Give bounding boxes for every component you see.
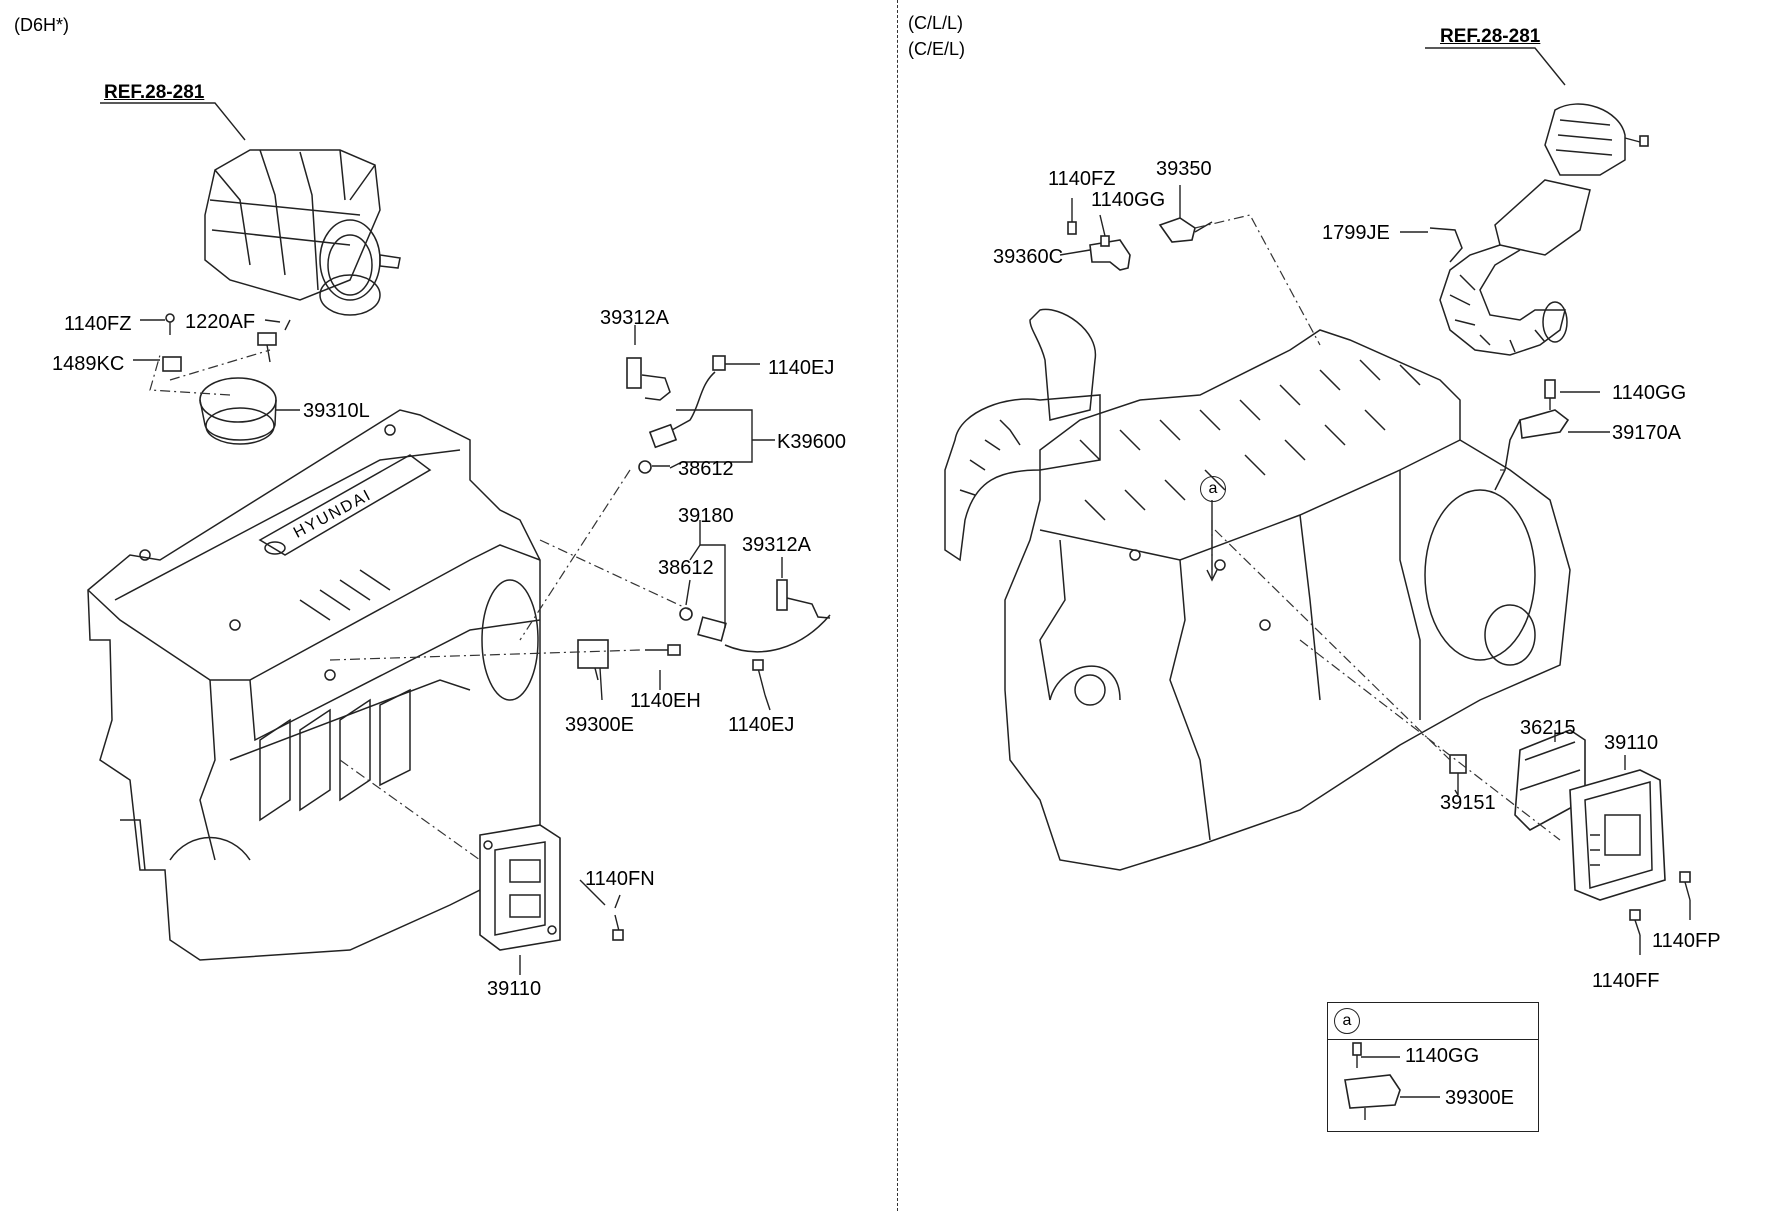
right-variant-label-2: (C/E/L) (908, 39, 966, 59)
left-variant-label: (D6H*) (14, 15, 70, 35)
left-label-38612-top: 38612 (678, 458, 734, 480)
right-label-1140fz: 1140FZ (1048, 168, 1116, 190)
left-engine-block (87, 409, 541, 961)
left-leader-lines (100, 102, 783, 975)
left-label-1489kc: 1489KC (52, 353, 125, 375)
right-engine-block (944, 308, 1571, 871)
left-air-intake-assembly (162, 149, 401, 445)
inset-header: a (1328, 1003, 1538, 1040)
inset-label-1140gg: 1140GG (1405, 1045, 1480, 1067)
right-ecu (1514, 729, 1691, 936)
inset-drawings (1344, 1042, 1401, 1120)
left-label-1140ej-bot: 1140EJ (728, 714, 795, 736)
right-ref-link[interactable]: REF.28-281 (1440, 26, 1541, 47)
left-label-1140ej-top: 1140EJ (768, 357, 835, 379)
left-sensors (577, 355, 831, 696)
left-label-k39600: K39600 (777, 431, 846, 453)
left-label-1140fn: 1140FN (585, 868, 655, 890)
left-ref-link[interactable]: REF.28-281 (104, 82, 205, 103)
left-label-1220af: 1220AF (185, 311, 256, 333)
right-sensors (1067, 217, 1570, 795)
right-intake-hose (1429, 103, 1649, 356)
right-label-1140fp: 1140FP (1652, 930, 1721, 952)
panel-divider (897, 0, 898, 1211)
left-label-39180: 39180 (678, 505, 734, 527)
right-label-39350: 39350 (1156, 158, 1212, 180)
left-ecu (479, 824, 624, 951)
left-label-39310l: 39310L (303, 400, 370, 422)
left-label-1140eh: 1140EH (630, 690, 701, 712)
right-label-39151: 39151 (1440, 792, 1496, 814)
callout-a-marker (1206, 500, 1218, 582)
right-label-39110: 39110 (1604, 732, 1659, 754)
right-variant-label-1: (C/L/L) (908, 13, 964, 33)
left-label-39312a-mid: 39312A (742, 534, 811, 556)
callout-a-circle[interactable]: a (1200, 476, 1226, 502)
inset-label-39300e: 39300E (1445, 1087, 1514, 1109)
right-label-1140gg-mid: 1140GG (1612, 382, 1687, 404)
inset-marker-a: a (1334, 1008, 1360, 1034)
left-label-39110: 39110 (487, 978, 542, 1000)
left-label-39300e: 39300E (565, 714, 634, 736)
left-label-39312a-top: 39312A (600, 307, 669, 329)
detail-inset-a: a (1327, 1002, 1539, 1132)
right-label-39360c: 39360C (993, 246, 1064, 268)
right-leader-lines (1059, 47, 1691, 955)
right-label-1799je: 1799JE (1322, 222, 1390, 244)
right-label-36215: 36215 (1520, 717, 1576, 739)
right-label-39170a: 39170A (1612, 422, 1681, 444)
right-label-1140gg-top: 1140GG (1091, 189, 1166, 211)
left-label-1140fz: 1140FZ (64, 313, 132, 335)
right-label-1140ff: 1140FF (1592, 970, 1660, 992)
left-label-38612-mid: 38612 (658, 557, 714, 579)
